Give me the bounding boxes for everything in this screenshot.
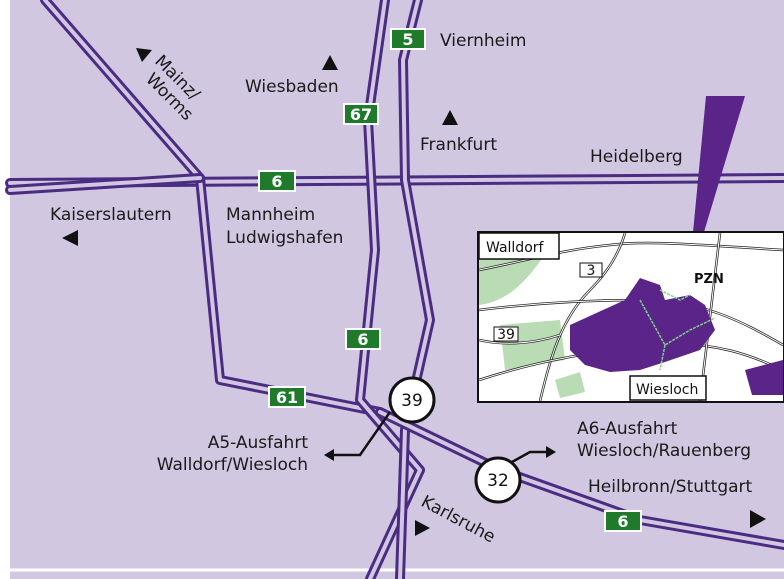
inset-green-area-3 <box>555 372 585 398</box>
inset-map: 3 39 Walldorf Wiesloch PZN <box>477 231 784 403</box>
shield-a61: 61 <box>268 386 306 408</box>
city-frankfurt: Frankfurt <box>420 135 497 155</box>
arrow-mainz-icon <box>136 48 152 62</box>
city-heidelberg: Heidelberg <box>590 147 683 167</box>
arrow-kaiserslautern-icon <box>62 230 78 246</box>
inset-walldorf: Walldorf <box>486 240 545 256</box>
highway-network <box>5 0 784 579</box>
exit-32-label-line2: Wiesloch/Rauenberg <box>577 441 751 461</box>
svg-text:61: 61 <box>276 388 298 407</box>
arrow-wiesbaden-icon <box>322 55 338 70</box>
city-kaiserslautern: Kaiserslautern <box>50 205 172 225</box>
shield-a6-mid: 6 <box>258 170 296 192</box>
arrow-karlsruhe-icon <box>415 520 430 536</box>
road-a6-west <box>5 173 205 195</box>
inset-road-3: 3 <box>587 263 596 279</box>
exit-39: 39 A5-Ausfahrt Walldorf/Wiesloch <box>157 376 436 475</box>
exit-32-arrow-icon <box>546 446 556 458</box>
exit-39-label-line2: Walldorf/Wiesloch <box>157 455 308 475</box>
arrow-heilbronn-icon <box>750 510 766 528</box>
city-wiesbaden: Wiesbaden <box>245 77 339 97</box>
svg-text:67: 67 <box>350 105 372 124</box>
route-shields: 5 67 6 6 61 6 <box>258 28 642 532</box>
svg-text:6: 6 <box>271 172 282 191</box>
city-mannheim: Mannheim <box>226 205 315 225</box>
inset-wiesloch-area <box>570 278 715 372</box>
shield-a6-bottom: 6 <box>604 510 642 532</box>
city-heilbronn: Heilbronn/Stuttgart <box>588 477 753 497</box>
svg-text:6: 6 <box>617 512 628 531</box>
road-a67 <box>355 0 425 579</box>
inset-east-area <box>745 360 783 395</box>
svg-text:6: 6 <box>357 330 368 349</box>
city-viernheim: Viernheim <box>440 31 526 51</box>
shield-a67: 67 <box>343 103 379 125</box>
shield-a6-center: 6 <box>345 328 381 350</box>
exit-32-label-line1: A6-Ausfahrt <box>577 419 678 439</box>
city-ludwigshafen: Ludwigshafen <box>226 228 343 248</box>
exit-39-number: 39 <box>401 391 423 411</box>
exit-32: 32 A6-Ausfahrt Wiesloch/Rauenberg <box>474 419 751 504</box>
exit-39-arrow-icon <box>324 449 334 461</box>
pzn-label: PZN <box>694 272 724 287</box>
exit-39-label-line1: A5-Ausfahrt <box>208 433 309 453</box>
shield-a5-top: 5 <box>390 28 426 50</box>
direction-markers <box>62 48 766 536</box>
road-a6-southeast <box>375 407 784 550</box>
inset-wiesloch: Wiesloch <box>636 382 698 398</box>
inset-road-39: 39 <box>497 327 515 343</box>
arrow-frankfurt-icon <box>442 110 458 125</box>
svg-text:5: 5 <box>402 30 413 49</box>
exit-32-number: 32 <box>487 471 509 491</box>
